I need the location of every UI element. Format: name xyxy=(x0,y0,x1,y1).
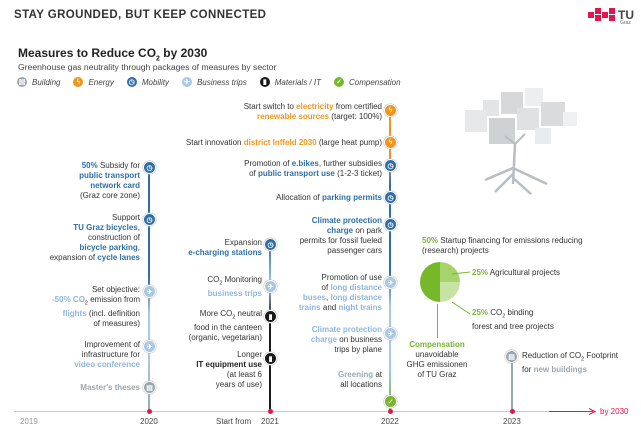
energy-icon: ϟ xyxy=(384,136,397,149)
compensation-startup-financing: 50% Startup financing for emissions redu… xyxy=(422,236,583,255)
page-title: Measures to Reduce CO2 by 2030 xyxy=(18,46,208,63)
pie-slice-startup xyxy=(420,262,440,302)
measure-2022-parking-permits: Allocation of parking permits xyxy=(276,193,382,202)
arrow-to-2030 xyxy=(549,408,597,415)
tick-2019: 2019 xyxy=(20,417,38,426)
mobility-icon: ◷ xyxy=(143,161,156,174)
compensation-forest: 25% CO2 binding forest and tree projects xyxy=(472,308,554,331)
marker-2020 xyxy=(147,409,152,414)
pie-leader-lines xyxy=(452,271,471,315)
compensation-label: Compensation unavoidable GHG emissionen … xyxy=(406,340,468,379)
mobility-icon: ◷ xyxy=(143,213,156,226)
building-icon: ▤ xyxy=(16,76,28,88)
pie-slice-forest xyxy=(440,282,460,302)
materials-icon: ▮ xyxy=(258,76,271,88)
tick-2020: 2020 xyxy=(140,417,158,426)
tu-graz-logo: TU Graz xyxy=(588,8,634,26)
measure-2021-it-equipment: Longer IT equipment use (at least 6 year… xyxy=(196,350,262,389)
energy-icon: ϟ xyxy=(72,76,85,88)
tick-2022: 2022 xyxy=(381,417,399,426)
business-trips-icon: ✈ xyxy=(264,280,277,293)
pie-slice-agricultural xyxy=(440,262,460,282)
compensation-agricultural: 25% Agricultural projects xyxy=(472,268,561,277)
timeline-2022-line xyxy=(389,110,391,412)
compensation-connector xyxy=(437,304,438,338)
legend-materials: ▮Materials / IT xyxy=(258,76,321,88)
mobility-icon: ◷ xyxy=(264,238,277,251)
page-subtitle: Greenhouse gas neutrality through packag… xyxy=(18,62,277,72)
marker-2022 xyxy=(388,409,393,414)
measure-2022-long-distance: Promotion of use of long distance buses,… xyxy=(298,273,382,312)
business-trips-icon: ✈ xyxy=(143,285,156,298)
legend-business-trips: ✈Business trips xyxy=(180,76,247,88)
tick-start-from: Start from xyxy=(216,417,252,426)
business-trips-icon: ✈ xyxy=(180,76,193,88)
compensation-icon: ✓ xyxy=(384,395,397,408)
business-trips-icon: ✈ xyxy=(143,340,156,353)
mobility-icon: ◷ xyxy=(125,76,138,88)
business-trips-icon: ✈ xyxy=(384,327,397,340)
tick-2023: 2023 xyxy=(503,417,521,426)
materials-icon: ▮ xyxy=(264,310,277,323)
measure-2020-flights-objective: Set objective: -50% CO2 emission from fl… xyxy=(52,285,140,328)
measure-2020-video-conference: Improvement of infrastructure for video … xyxy=(74,340,140,369)
measure-2022-renewable-electricity: Start switch to electricity from certifi… xyxy=(243,102,382,121)
logo-subtext: Graz xyxy=(620,20,631,26)
marker-2023 xyxy=(510,409,515,414)
timeline-axis xyxy=(14,411,549,412)
mobility-icon: ◷ xyxy=(384,159,397,172)
marker-2021 xyxy=(268,409,273,414)
building-icon: ▤ xyxy=(505,350,518,363)
page-header: STAY GROUNDED, BUT KEEP CONNECTED xyxy=(14,9,267,21)
measure-2020-bicycles: Support TU Graz bicycles, construction o… xyxy=(49,213,140,262)
measure-2022-district-inffeld: Start innovation district Inffeld 2030 (… xyxy=(185,138,382,147)
energy-icon: ϟ xyxy=(384,104,397,117)
measure-2023-new-buildings: Reduction of CO2 Footprint for new build… xyxy=(522,351,618,374)
timeline-2021-line xyxy=(269,242,271,412)
tick-by-2030: by 2030 xyxy=(600,407,629,416)
measure-2021-e-charging: Expansion e-charging stations xyxy=(188,238,262,257)
measure-2022-ebikes: Promotion of e.bikes, further subsidies … xyxy=(244,159,382,178)
materials-icon: ▮ xyxy=(264,352,277,365)
legend-mobility: ◷Mobility xyxy=(125,76,169,88)
measure-2020-transport-subsidy: 50% Subsidy for public transport network… xyxy=(79,161,140,200)
tree-illustration xyxy=(465,88,577,195)
timeline-2023-line xyxy=(511,356,513,412)
mobility-icon: ◷ xyxy=(384,218,397,231)
mobility-icon: ◷ xyxy=(384,191,397,204)
measure-2022-greening: Greening at all locations xyxy=(337,370,382,389)
legend-compensation: ✓Compensation xyxy=(332,76,401,88)
business-trips-icon: ✈ xyxy=(384,276,397,289)
logo-text: TU xyxy=(618,8,634,22)
legend-building: ▤Building xyxy=(16,76,60,88)
measure-2020-masters-theses: Master's theses xyxy=(80,383,140,392)
compensation-pie-chart xyxy=(420,262,460,302)
compensation-icon: ✓ xyxy=(332,76,345,88)
measure-2021-canteen-food: More CO2 neutral food in the canteen (or… xyxy=(188,309,262,342)
measure-2021-co2-monitoring: CO2 Monitoring business trips xyxy=(207,275,262,298)
tick-2021: 2021 xyxy=(261,417,279,426)
measure-2022-parking-charge: Climate protection charge on park permit… xyxy=(299,216,382,255)
building-icon: ▤ xyxy=(143,381,156,394)
measure-2022-flight-charge: Climate protection charge on business tr… xyxy=(310,325,382,354)
